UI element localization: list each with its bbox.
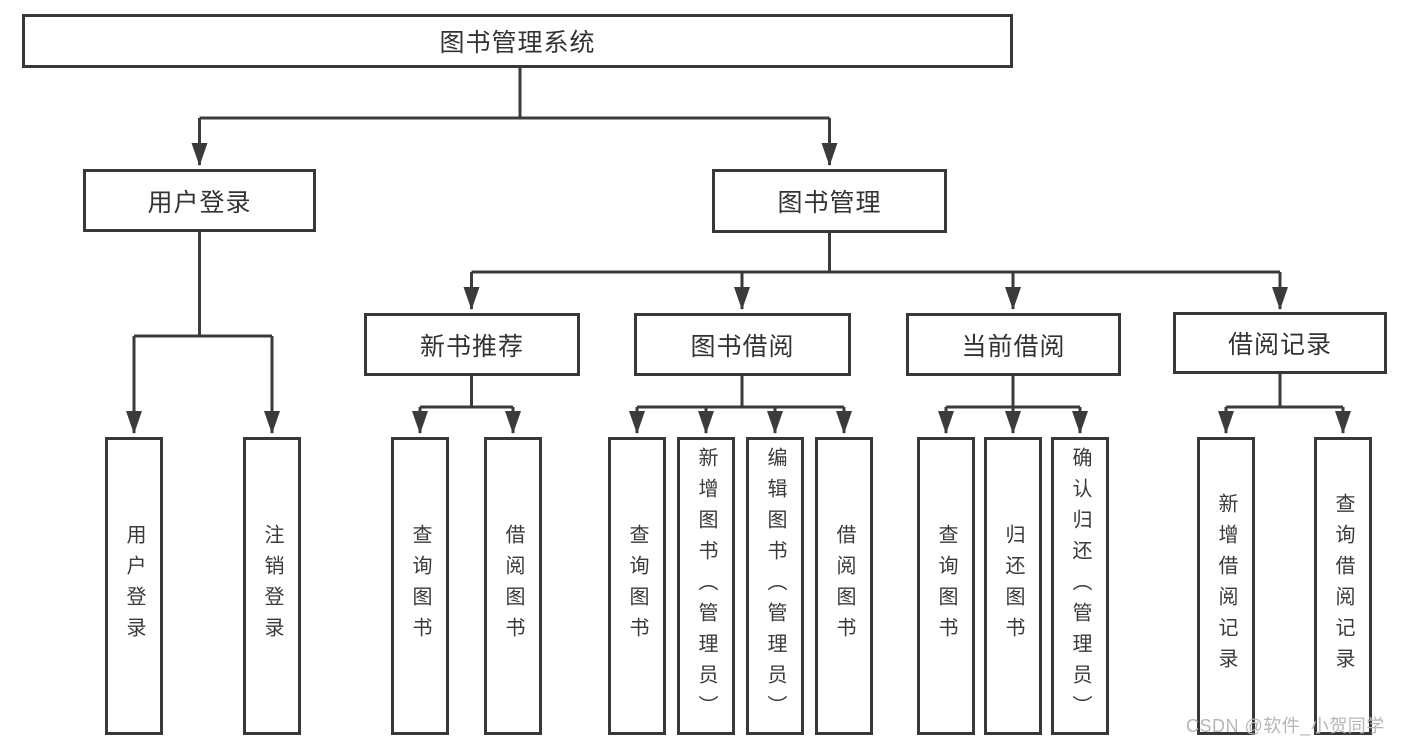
- node-label: 归还图书: [1002, 524, 1024, 648]
- node-user-login: 用户登录: [83, 169, 316, 232]
- node-label: 当前借阅: [961, 332, 1066, 361]
- node-library-management-system: 图书管理系统: [22, 14, 1013, 68]
- node-label: 查询图书: [626, 524, 648, 648]
- leaf-query-books-current: 查询图书: [917, 437, 975, 735]
- node-label: 用户登录: [123, 524, 145, 648]
- node-book-borrowing: 图书借阅: [634, 313, 851, 376]
- node-label: 图书管理系统: [439, 29, 596, 57]
- node-label: 新书推荐: [419, 332, 524, 361]
- node-new-book-recommend: 新书推荐: [364, 313, 580, 376]
- leaf-add-borrow-record: 新增借阅记录: [1197, 437, 1255, 735]
- leaf-confirm-return-admin: 确认归还（管理员）: [1051, 437, 1109, 735]
- node-label: 借阅记录: [1227, 331, 1332, 359]
- node-label: 借阅图书: [833, 524, 855, 648]
- leaf-logout: 注销登录: [243, 437, 301, 735]
- leaf-query-books-recommend: 查询图书: [391, 437, 449, 735]
- node-label: 新增图书（管理员）: [695, 446, 717, 726]
- node-borrowing-records: 借阅记录: [1173, 312, 1387, 374]
- node-label: 用户登录: [147, 188, 252, 217]
- node-label: 确认归还（管理员）: [1069, 446, 1091, 726]
- node-label: 图书管理: [777, 189, 882, 217]
- leaf-return-books: 归还图书: [984, 437, 1042, 735]
- leaf-edit-book-admin: 编辑图书（管理员）: [746, 437, 804, 735]
- node-label: 查询图书: [935, 524, 957, 648]
- node-label: 编辑图书（管理员）: [764, 446, 786, 726]
- node-label: 查询图书: [409, 524, 431, 648]
- leaf-add-book-admin: 新增图书（管理员）: [677, 437, 735, 735]
- node-label: 注销登录: [261, 524, 283, 648]
- leaf-query-borrow-record: 查询借阅记录: [1314, 437, 1372, 735]
- node-label: 借阅图书: [502, 524, 524, 648]
- leaf-user-login: 用户登录: [105, 437, 163, 735]
- leaf-borrow-books-borrowing: 借阅图书: [815, 437, 873, 735]
- csdn-watermark: CSDN @软件_小贺同学: [1186, 716, 1385, 736]
- node-book-management: 图书管理: [712, 169, 947, 233]
- leaf-borrow-books-recommend: 借阅图书: [484, 437, 542, 735]
- node-current-borrowing: 当前借阅: [906, 313, 1121, 376]
- node-label: 查询借阅记录: [1332, 493, 1354, 679]
- node-label: 图书借阅: [690, 332, 795, 361]
- node-label: 新增借阅记录: [1215, 493, 1237, 679]
- leaf-query-books-borrowing: 查询图书: [608, 437, 666, 735]
